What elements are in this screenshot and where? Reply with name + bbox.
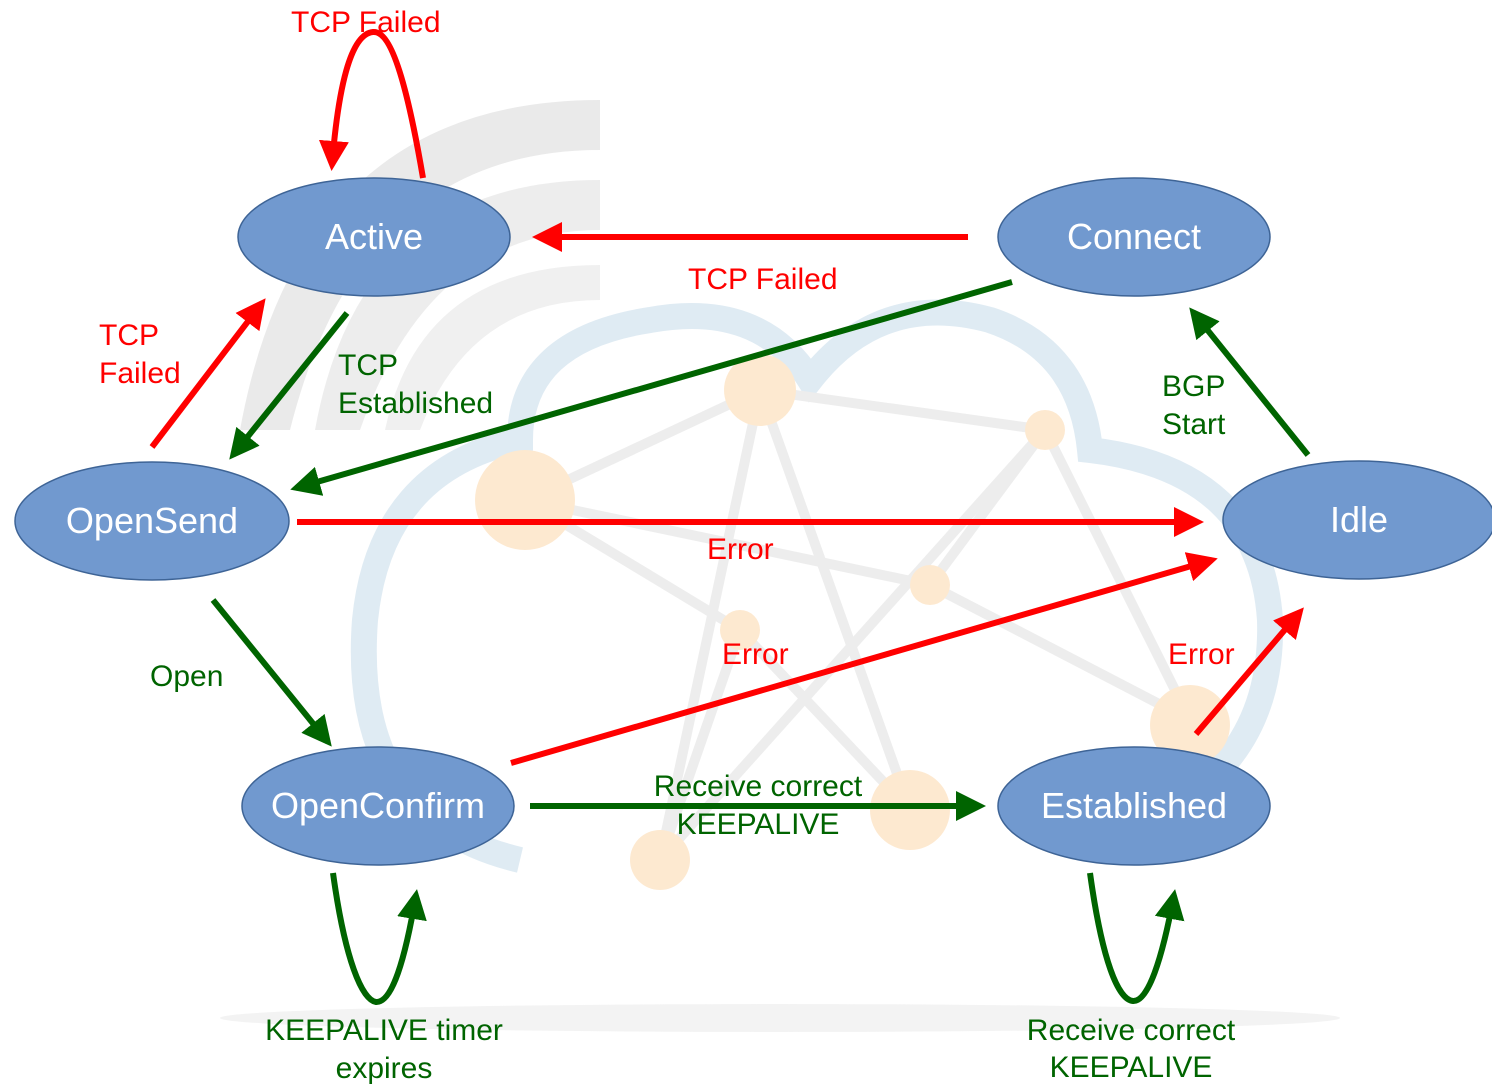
- label-idle-to-connect-line2: Start: [1162, 408, 1226, 441]
- label-established-loop-line1: Receive correct: [1026, 1014, 1236, 1047]
- state-opensend: [14, 461, 290, 581]
- arrow-openconfirm-to-idle: [510, 552, 1218, 766]
- label-active-to-opensend-line2: Established: [338, 387, 494, 420]
- state-connect: [997, 177, 1271, 297]
- state-active: [237, 177, 511, 297]
- arrow-opensend-to-active: [149, 298, 266, 449]
- label-established-error: Error: [1168, 638, 1235, 671]
- label-idle-to-connect-line1: BGP: [1162, 370, 1226, 403]
- label-openconfirm-loop-line1: KEEPALIVE timer: [265, 1014, 503, 1047]
- arrow-established-to-idle: [1193, 607, 1304, 736]
- arrow-active-to-opensend: [229, 311, 350, 460]
- label-openconfirm-loop-line2: expires: [335, 1052, 433, 1085]
- arrow-active-self-loop: [318, 29, 426, 179]
- label-opensend-error: Error: [707, 533, 774, 566]
- label-active-loop: TCP Failed: [291, 6, 441, 39]
- state-idle: [1222, 460, 1492, 580]
- arrow-openconfirm-self-loop: [330, 872, 427, 1005]
- label-openconfirm-error: Error: [722, 638, 789, 671]
- label-established-loop-line2: KEEPALIVE: [1049, 1051, 1213, 1084]
- state-opensend-label: OpenSend: [65, 500, 239, 541]
- arrow-connect-to-opensend: [290, 279, 1013, 496]
- label-active-to-opensend-line1: TCP: [338, 349, 398, 382]
- state-openconfirm-label: OpenConfirm: [270, 785, 486, 826]
- state-connect-label: Connect: [1066, 216, 1202, 257]
- watermark-logo: [220, 100, 1340, 1032]
- green-transitions: [210, 279, 1311, 1005]
- label-opensend-to-openconfirm: Open: [150, 660, 224, 693]
- label-openconfirm-to-established-line2: KEEPALIVE: [676, 808, 840, 841]
- states: [14, 177, 1492, 866]
- arrow-idle-to-connect: [1189, 307, 1311, 457]
- label-opensend-to-active-line1: TCP: [99, 319, 159, 352]
- state-openconfirm: [241, 746, 515, 866]
- state-idle-label: Idle: [1329, 499, 1389, 540]
- label-openconfirm-to-established-line1: Receive correct: [653, 770, 863, 803]
- state-active-label: Active: [324, 216, 424, 257]
- state-established: [997, 746, 1271, 866]
- arrow-established-self-loop: [1087, 872, 1185, 1004]
- red-transitions: [149, 29, 1304, 766]
- label-connect-to-active: TCP Failed: [688, 263, 838, 296]
- state-established-label: Established: [1040, 785, 1228, 826]
- arrow-opensend-to-openconfirm: [210, 598, 332, 747]
- label-opensend-to-active-line2: Failed: [99, 357, 181, 390]
